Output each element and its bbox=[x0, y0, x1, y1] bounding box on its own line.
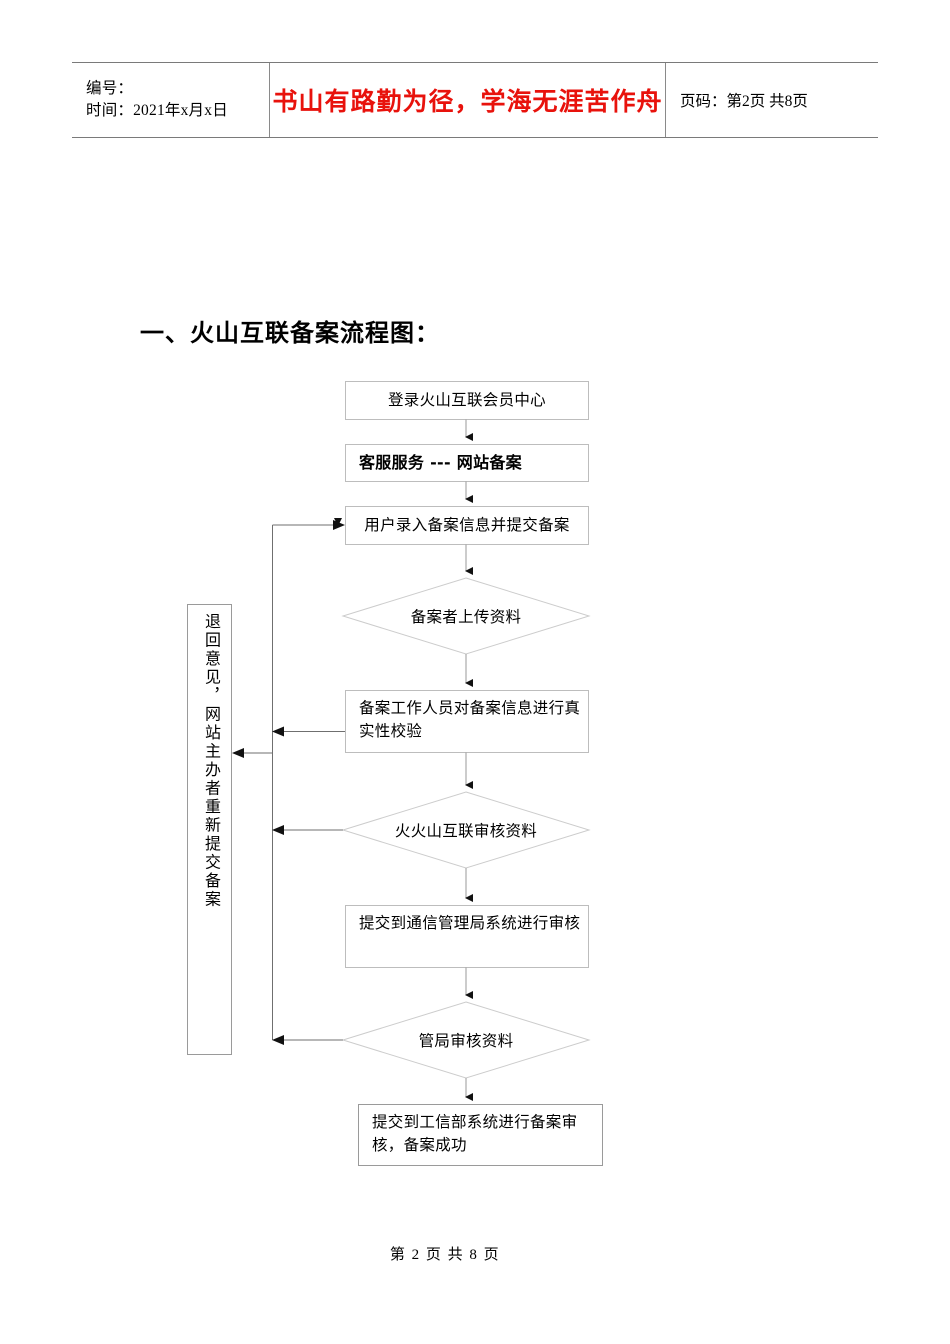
footer-page-number: 第 2 页 共 8 页 bbox=[389, 1247, 501, 1263]
flow-node-review-hs: 火火山互联审核资料 bbox=[343, 810, 589, 850]
feedback-from-n6-arrowhead bbox=[272, 825, 284, 835]
header-table: 编号： 时间：2021年x月x日 书山有路勤为径，学海无涯苦作舟 页码：第2页 … bbox=[72, 62, 878, 138]
header-cell-slogan: 书山有路勤为径，学海无涯苦作舟 bbox=[270, 63, 666, 137]
page-title: 一、火山互联备案流程图： bbox=[140, 321, 440, 347]
flow-node-upload: 备案者上传资料 bbox=[343, 596, 589, 636]
flow-node-verify: 备案工作人员对备案信息进行真实性校验 bbox=[345, 690, 589, 753]
feedback-into-n3-arrowhead bbox=[333, 520, 345, 530]
flow-node-submit-bureau: 提交到通信管理局系统进行审核 bbox=[345, 905, 589, 968]
flow-node-return-note: 退回意见，网站主办者重新提交备案 bbox=[187, 604, 232, 1055]
header-slogan: 书山有路勤为径，学海无涯苦作舟 bbox=[272, 87, 663, 116]
flow-node-login-label: 登录火山互联会员中心 bbox=[387, 391, 546, 409]
flow-node-user-input-label: 用户录入备案信息并提交备案 bbox=[364, 516, 570, 534]
flow-node-miit-success-label: 提交到工信部系统进行备案审核，备案成功 bbox=[372, 1114, 578, 1155]
header-doc-date: 时间：2021年x月x日 bbox=[86, 102, 228, 119]
flow-node-bureau-review-label: 管局审核资料 bbox=[418, 1033, 514, 1050]
flow-node-service-label: 客服服务 --- 网站备案 bbox=[359, 453, 522, 472]
header-cell-meta: 编号： 时间：2021年x月x日 bbox=[72, 63, 270, 137]
header-page-info: 页码：第2页 共8页 bbox=[680, 93, 808, 110]
feedback-from-n8-arrowhead bbox=[272, 1035, 284, 1045]
flow-node-return-note-label: 退回意见，网站主办者重新提交备案 bbox=[202, 613, 219, 909]
flow-node-login: 登录火山互联会员中心 bbox=[345, 381, 589, 420]
feedback-into-return-note-arrowhead bbox=[232, 748, 244, 758]
flow-node-submit-bureau-label: 提交到通信管理局系统进行审核 bbox=[359, 915, 581, 932]
flow-node-bureau-review: 管局审核资料 bbox=[343, 1020, 589, 1060]
feedback-from-n5-arrowhead bbox=[272, 726, 284, 737]
header-cell-pageinfo: 页码：第2页 共8页 bbox=[666, 63, 878, 137]
header-doc-number: 编号： bbox=[86, 79, 134, 97]
flow-node-review-hs-label: 火火山互联审核资料 bbox=[394, 823, 538, 840]
flow-node-upload-label: 备案者上传资料 bbox=[410, 609, 522, 626]
flow-node-service: 客服服务 --- 网站备案 bbox=[345, 444, 589, 482]
flow-node-miit-success: 提交到工信部系统进行备案审核，备案成功 bbox=[358, 1104, 603, 1166]
flow-node-user-input: 用户录入备案信息并提交备案 bbox=[345, 506, 589, 545]
flow-node-verify-label: 备案工作人员对备案信息进行真实性校验 bbox=[359, 700, 581, 741]
